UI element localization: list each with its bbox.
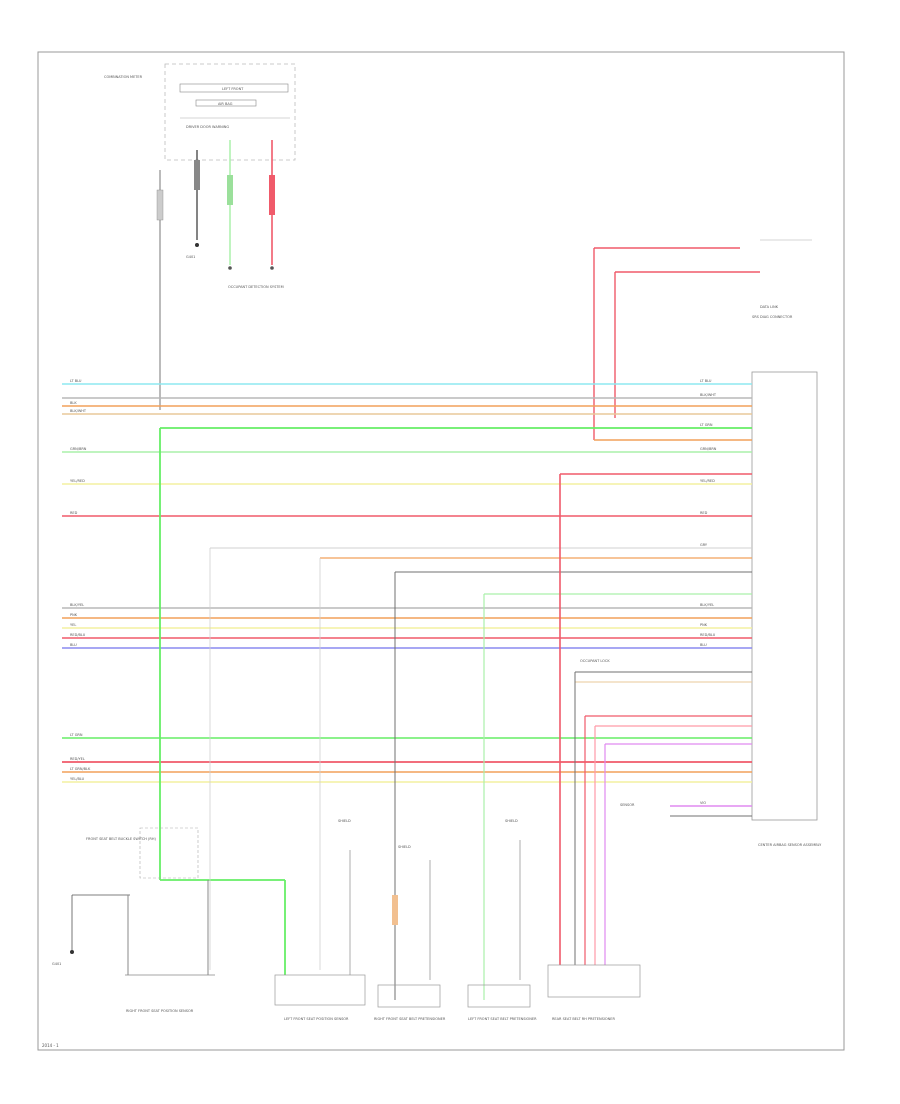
right-mid-label-b: SENSOR	[620, 803, 635, 807]
combination-meter-label: COMBINATION METER	[104, 75, 143, 79]
right-top-label-b: SRS DIAG CONNECTOR	[752, 315, 793, 319]
wire-code-right-1: LT BLU	[700, 379, 712, 383]
wire-code-right-2: BLK/WHT	[700, 393, 717, 397]
right-mid-label-a: OCCUPANT LOCK	[580, 659, 610, 663]
wire-code-right-10: RED/BLU	[700, 633, 716, 637]
wire-code-left-5: YEL/RED	[70, 479, 85, 483]
bottom-component-1: RIGHT FRONT SEAT POSITION SENSOR	[126, 1009, 194, 1013]
mid-shield-3: SHIELD	[505, 819, 518, 823]
wire-code-left-2: BLK	[70, 401, 77, 405]
left-wire-codes: LT BLU BLK BLK/WHT GRN/BRN YEL/RED RED B…	[70, 379, 91, 781]
wire-code-left-15: YEL/BLU	[70, 777, 85, 781]
wire-code-left-4: GRN/BRN	[70, 447, 87, 451]
combination-meter: COMBINATION METER LEFT FRONT AIR BAG DRI…	[104, 63, 296, 161]
page-code: 2014 - 1	[42, 1043, 59, 1048]
wire-code-left-12: LT GRN	[70, 733, 83, 737]
relay-label: OCCUPANT DETECTION SYSTEM	[228, 285, 284, 289]
seat-belt-buckle-switch: FRONT SEAT BELT BUCKLE SWITCH (RH) G401	[52, 827, 209, 975]
wire-code-left-3: BLK/WHT	[70, 409, 87, 413]
mid-shield-1: SHIELD	[338, 819, 351, 823]
wire-code-right-12: VIO	[700, 801, 706, 805]
wire-code-left-13: RED/YEL	[70, 757, 85, 761]
wire-code-left-10: RED/BLU	[70, 633, 86, 637]
bottom-component-2: LEFT FRONT SEAT POSITION SENSOR	[284, 1017, 349, 1021]
wire-code-right-7: GRY	[700, 543, 708, 547]
left-switch-label: FRONT SEAT BELT BUCKLE SWITCH (RH)	[86, 837, 156, 841]
wire-code-left-7: BLK/YEL	[70, 603, 84, 607]
wire-code-left-1: LT BLU	[70, 379, 82, 383]
combination-meter-seg2: AIR BAG	[218, 102, 233, 106]
wire-code-left-14: LT GRN/BLK	[70, 767, 91, 771]
top-pins: G401 OCCUPANT DETECTION SYSTEM	[156, 140, 284, 410]
bottom-component-4: LEFT FRONT SEAT BELT PRETENSIONER	[468, 1017, 537, 1021]
wire-code-right-8: BLK/YEL	[700, 603, 714, 607]
airbag-module-label: CENTER AIRBAG SENSOR ASSEMBLY	[758, 843, 822, 847]
right-top-label-a: DATA LINK	[760, 305, 779, 309]
bottom-component-5: REAR SEAT BELT RH PRETENSIONER	[552, 1017, 615, 1021]
diagram-border	[37, 51, 845, 1051]
data-link-connector: DATA LINK SRS DIAG CONNECTOR	[593, 239, 812, 440]
wire-code-right-6: RED	[700, 511, 708, 515]
wire-code-left-6: RED	[70, 511, 78, 515]
wire-code-right-4: GRN/BRN	[700, 447, 717, 451]
wire-code-right-5: YEL/RED	[700, 479, 715, 483]
combination-meter-seg3: DRIVER DOOR WARNING	[186, 125, 229, 129]
left-ground-label: G401	[52, 962, 61, 966]
right-wire-codes: LT BLU BLK/WHT LT GRN GRN/BRN YEL/RED RE…	[700, 379, 717, 805]
bottom-component-3: RIGHT FRONT SEAT BELT PRETENSIONER	[374, 1017, 446, 1021]
bus-wires	[62, 383, 752, 817]
wire-code-right-3: LT GRN	[700, 423, 713, 427]
wire-code-left-11: BLU	[70, 643, 77, 647]
left-green-feed	[159, 428, 321, 975]
bottom-components: RIGHT FRONT SEAT POSITION SENSOR LEFT FR…	[125, 572, 537, 1021]
rear-pretensioner: REAR SEAT BELT RH PRETENSIONER OCCUPANT …	[547, 474, 752, 1021]
wire-code-left-9: YEL	[70, 623, 76, 627]
top-ground-label: G401	[186, 255, 195, 259]
mid-shield-2: SHIELD	[398, 845, 411, 849]
wire-code-right-9: PNK	[700, 623, 708, 627]
airbag-module-box	[751, 371, 818, 821]
wire-code-right-11: BLU	[700, 643, 707, 647]
combination-meter-seg1: LEFT FRONT	[222, 87, 244, 91]
wire-code-left-8: PNK	[70, 613, 78, 617]
